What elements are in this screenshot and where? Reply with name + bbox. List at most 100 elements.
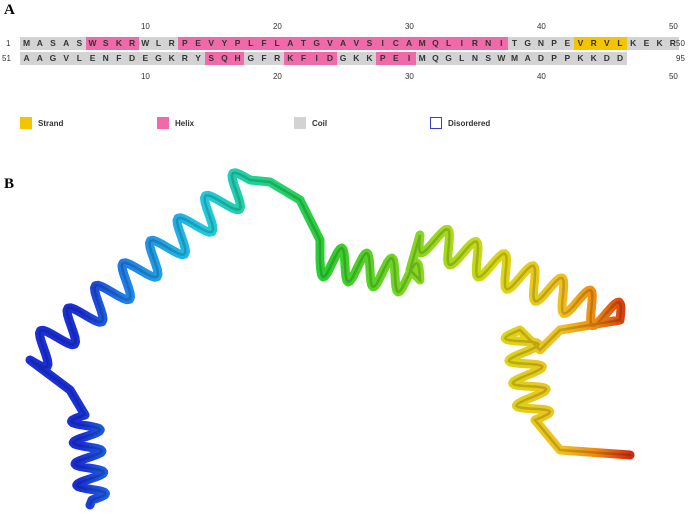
row2-end: 95 <box>676 54 685 63</box>
residue-cell: E <box>85 52 100 65</box>
residue-cell: P <box>376 52 390 65</box>
residue-cell: W <box>494 52 508 65</box>
residue-cell: V <box>349 37 363 50</box>
ruler-tick: 20 <box>272 22 282 31</box>
residue-cell: V <box>59 52 73 65</box>
ribbon-backbone-shade <box>29 171 632 507</box>
residue-cell: F <box>112 52 126 65</box>
ruler-tick: 10 <box>140 22 150 31</box>
residue-cell: P <box>560 52 574 65</box>
residue-cell: E <box>138 52 152 65</box>
residue-cell: R <box>587 37 601 50</box>
residue-cell: A <box>33 37 47 50</box>
residue-cell: L <box>270 37 284 50</box>
residue-cell: A <box>283 37 297 50</box>
residue-cell: S <box>46 37 60 50</box>
residue-cell: I <box>376 37 390 50</box>
residue-cell: M <box>415 52 429 65</box>
residue-cell: A <box>521 52 535 65</box>
residue-cell: V <box>573 37 588 50</box>
residue-cell: G <box>46 52 60 65</box>
residue-cell: A <box>20 52 34 65</box>
residue-cell: Q <box>217 52 231 65</box>
residue-cell: K <box>362 52 377 65</box>
residue-cell: G <box>336 52 350 65</box>
residue-cell: I <box>494 37 508 50</box>
ruler-tick: 30 <box>404 22 414 31</box>
residue-cell: S <box>99 37 113 50</box>
ruler-tick: 50 <box>668 72 678 81</box>
protein-ribbon-structure <box>25 168 635 510</box>
residue-cell: N <box>481 37 495 50</box>
residue-cell: L <box>613 37 627 50</box>
residue-cell: M <box>20 37 34 50</box>
residue-cell: G <box>310 37 324 50</box>
ruler-tick: 40 <box>536 22 546 31</box>
residue-cell: I <box>310 52 324 65</box>
residue-cell: C <box>389 37 403 50</box>
residue-cell: S <box>362 37 377 50</box>
residue-cell: G <box>442 52 456 65</box>
residue-cell: D <box>125 52 139 65</box>
residue-cell: M <box>507 52 522 65</box>
residue-cell: W <box>85 37 100 50</box>
residue-cell: R <box>468 37 482 50</box>
residue-cell: L <box>455 52 469 65</box>
residue-cell: I <box>402 52 416 65</box>
residue-cell: Q <box>428 37 442 50</box>
residue-cell: K <box>626 37 640 50</box>
residue-cell: L <box>72 52 86 65</box>
residue-cell: K <box>653 37 667 50</box>
residue-cell: P <box>231 37 245 50</box>
residue-cell: Y <box>191 52 205 65</box>
legend-helix: Helix <box>157 117 194 129</box>
residue-cell: Y <box>217 37 231 50</box>
legend-disordered: Disordered <box>430 117 490 129</box>
residue-cell: D <box>534 52 548 65</box>
row2-start: 51 <box>2 54 11 63</box>
residue-cell: K <box>587 52 601 65</box>
panel-b-label: B <box>4 176 15 192</box>
residue-cell: P <box>547 37 561 50</box>
residue-cell: G <box>151 52 166 65</box>
residue-cell: M <box>415 37 429 50</box>
residue-cell: R <box>165 37 179 50</box>
strand-label: Strand <box>38 118 64 128</box>
residue-cell: S <box>204 52 218 65</box>
helix-label: Helix <box>175 118 195 128</box>
residue-cell: I <box>455 37 469 50</box>
residue-cell: A <box>33 52 47 65</box>
residue-cell: V <box>204 37 218 50</box>
residue-cell: W <box>138 37 152 50</box>
residue-cell: K <box>349 52 363 65</box>
residue-cell: E <box>191 37 205 50</box>
residue-cell: H <box>231 52 245 65</box>
residue-cell: R <box>270 52 284 65</box>
residue-cell: E <box>560 37 574 50</box>
residue-cell: K <box>283 52 297 65</box>
residue-cell: S <box>72 37 86 50</box>
residue-cell: F <box>257 37 271 50</box>
ruler-tick: 10 <box>140 72 150 81</box>
residue-cell: R <box>666 37 680 50</box>
strand-swatch <box>20 117 32 129</box>
residue-cell: K <box>165 52 179 65</box>
residue-cell: A <box>336 37 350 50</box>
residue-cell: G <box>521 37 535 50</box>
residue-cell: N <box>99 52 113 65</box>
residue-cell: V <box>323 37 337 50</box>
coil-label: Coil <box>312 118 328 128</box>
residue-cell: P <box>547 52 561 65</box>
residue-cell: F <box>296 52 311 65</box>
residue-cell: E <box>639 37 653 50</box>
ruler-tick: 50 <box>668 22 678 31</box>
residue-cell: L <box>151 37 166 50</box>
ruler-tick: 20 <box>272 72 282 81</box>
residue-cell: Q <box>428 52 442 65</box>
residue-cell: S <box>481 52 495 65</box>
residue-cell: L <box>244 37 258 50</box>
residue-cell: R <box>125 37 139 50</box>
ribbon-backbone <box>25 168 635 510</box>
residue-cell: F <box>257 52 271 65</box>
